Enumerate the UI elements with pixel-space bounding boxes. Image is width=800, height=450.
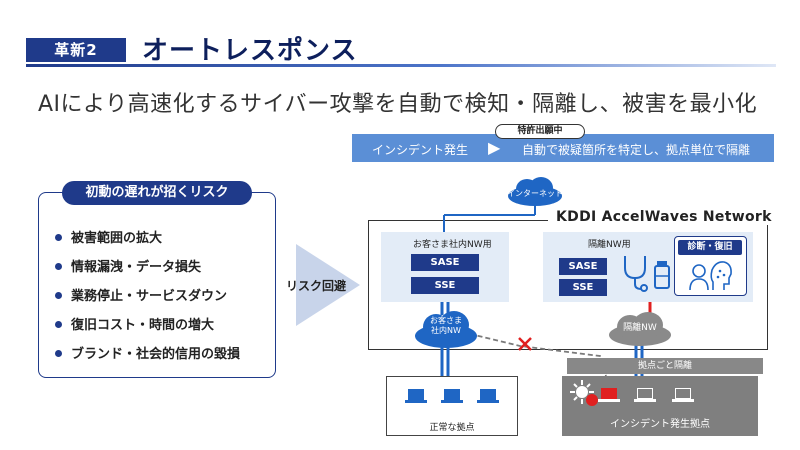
sse-box: SSE [559, 279, 607, 296]
flow-bar: インシデント発生 ▶ 自動で被疑箇所を特定し、拠点単位で隔離 [352, 134, 774, 162]
page-title: オートレスポンス [142, 36, 358, 66]
bullet-icon [55, 263, 62, 270]
infected-laptop-icon [598, 388, 620, 403]
bullet-icon [55, 234, 62, 241]
diagnosis-label: 診断・復旧 [678, 240, 742, 255]
bullet-icon [55, 350, 62, 357]
isolation-nw-cloud-label: 隔離NW [623, 323, 657, 333]
stethoscope-icon [624, 256, 670, 292]
customer-nw-cloud-icon [415, 311, 477, 348]
laptop-icon [634, 388, 656, 403]
internet-label: インターネット [507, 189, 563, 198]
risk-avoidance-label: リスク回避 [286, 279, 347, 293]
virus-icon [570, 380, 598, 406]
sase-box: SASE [411, 254, 479, 271]
risk-item: 被害範囲の拡大 [55, 227, 162, 246]
flow-action-label: 自動で被疑箇所を特定し、拠点単位で隔離 [522, 143, 751, 157]
panel-title: 隔離NW用 [588, 240, 631, 250]
bullet-icon [55, 292, 62, 299]
incident-site-box: インシデント発生拠点 [562, 376, 758, 436]
incident-site-label: インシデント発生拠点 [610, 419, 710, 430]
network-title: KDDI AccelWaves Network [548, 209, 780, 225]
flow-incident-label: インシデント発生 [372, 143, 469, 157]
panel-title: お客さま社内NW用 [413, 240, 492, 250]
sase-box: SASE [559, 258, 607, 275]
section-badge: 革新2 [26, 38, 126, 62]
ai-head-icon [689, 261, 732, 291]
risk-box: 被害範囲の拡大 情報漏洩・データ損失 業務停止・サービスダウン 復旧コスト・時間… [38, 192, 276, 378]
blocked-x-icon [518, 337, 532, 351]
headline: AIにより高速化するサイバー攻撃を自動で検知・隔離し、被害を最小化 [38, 92, 758, 117]
flow-arrow-icon: ▶ [488, 138, 501, 157]
diagnosis-recovery-box: 診断・復旧 [674, 236, 747, 296]
internet-cloud-icon [508, 177, 562, 206]
normal-site-label: 正常な拠点 [429, 423, 475, 433]
site-isolation-bar: 拠点ごと隔離 [567, 358, 763, 374]
customer-nw-panel: お客さま社内NW用 SASE SSE [381, 232, 509, 302]
laptop-icon [672, 388, 694, 403]
risk-title: 初動の遅れが招くリスク [62, 181, 252, 205]
laptop-icon [405, 389, 427, 404]
severed-connection-line [461, 331, 607, 377]
sse-box: SSE [411, 277, 479, 294]
normal-site-box: 正常な拠点 [386, 376, 518, 436]
risk-item: 情報漏洩・データ損失 [55, 256, 201, 275]
laptop-icon [477, 389, 499, 404]
risk-item: ブランド・社会的信用の毀損 [55, 343, 240, 362]
header-underline [26, 64, 776, 67]
laptop-icon [441, 389, 463, 404]
isolation-nw-cloud-icon [609, 312, 671, 346]
risk-item: 復旧コスト・時間の増大 [55, 314, 214, 333]
patent-pending-tag: 特許出願中 [495, 124, 585, 139]
customer-nw-cloud-label: お客さま 社内NW [430, 316, 462, 335]
risk-item: 業務停止・サービスダウン [55, 285, 227, 304]
bullet-icon [55, 321, 62, 328]
